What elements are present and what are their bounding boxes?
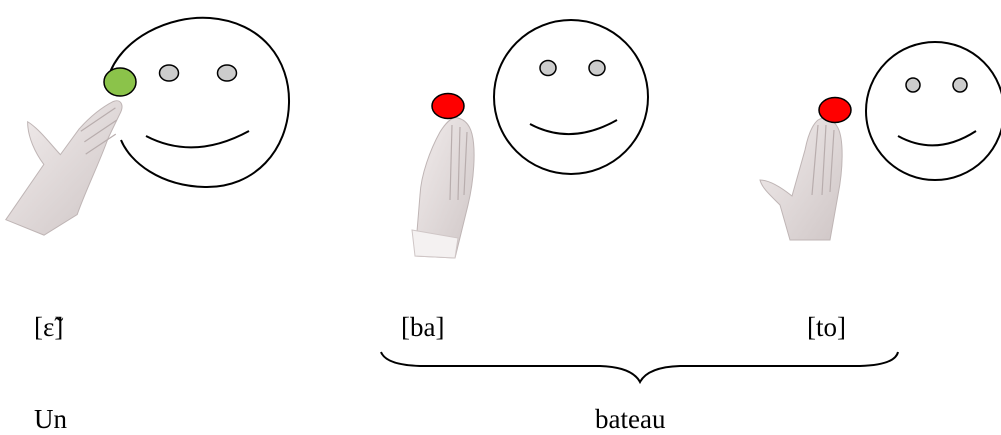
phoneme-label-2: [ba] bbox=[401, 312, 445, 342]
face-2-left-eye bbox=[539, 59, 557, 77]
face-3-right-eye bbox=[952, 77, 968, 93]
word-brace bbox=[380, 351, 899, 385]
hand-3-shape bbox=[759, 117, 843, 241]
word-label-2: bateau bbox=[595, 404, 666, 434]
face-1 bbox=[107, 16, 291, 189]
hand-3-marker bbox=[818, 96, 852, 124]
face-1-smile bbox=[145, 130, 250, 149]
hand-1-shape bbox=[5, 100, 123, 236]
phoneme-label-1: [ɛ̃] bbox=[34, 312, 64, 342]
face-3-left-eye bbox=[905, 77, 921, 93]
face-2 bbox=[493, 19, 649, 175]
phoneme-label-3: [to] bbox=[807, 312, 846, 342]
hand-3 bbox=[759, 117, 843, 241]
face-2-right-eye bbox=[588, 59, 606, 77]
face-3 bbox=[865, 41, 1001, 181]
hand-1 bbox=[5, 100, 123, 236]
face-3-smile bbox=[897, 130, 977, 147]
face-1-right-eye bbox=[216, 64, 238, 82]
hand-2-marker bbox=[431, 92, 465, 120]
face-1-outline bbox=[107, 16, 291, 189]
face-2-outline bbox=[493, 19, 649, 175]
hand-2 bbox=[411, 117, 475, 259]
word-label-1: Un bbox=[34, 404, 67, 434]
face-2-smile bbox=[529, 119, 618, 135]
face-1-left-eye bbox=[158, 64, 180, 82]
hand-1-marker bbox=[103, 67, 137, 97]
face-3-outline bbox=[865, 41, 1001, 181]
